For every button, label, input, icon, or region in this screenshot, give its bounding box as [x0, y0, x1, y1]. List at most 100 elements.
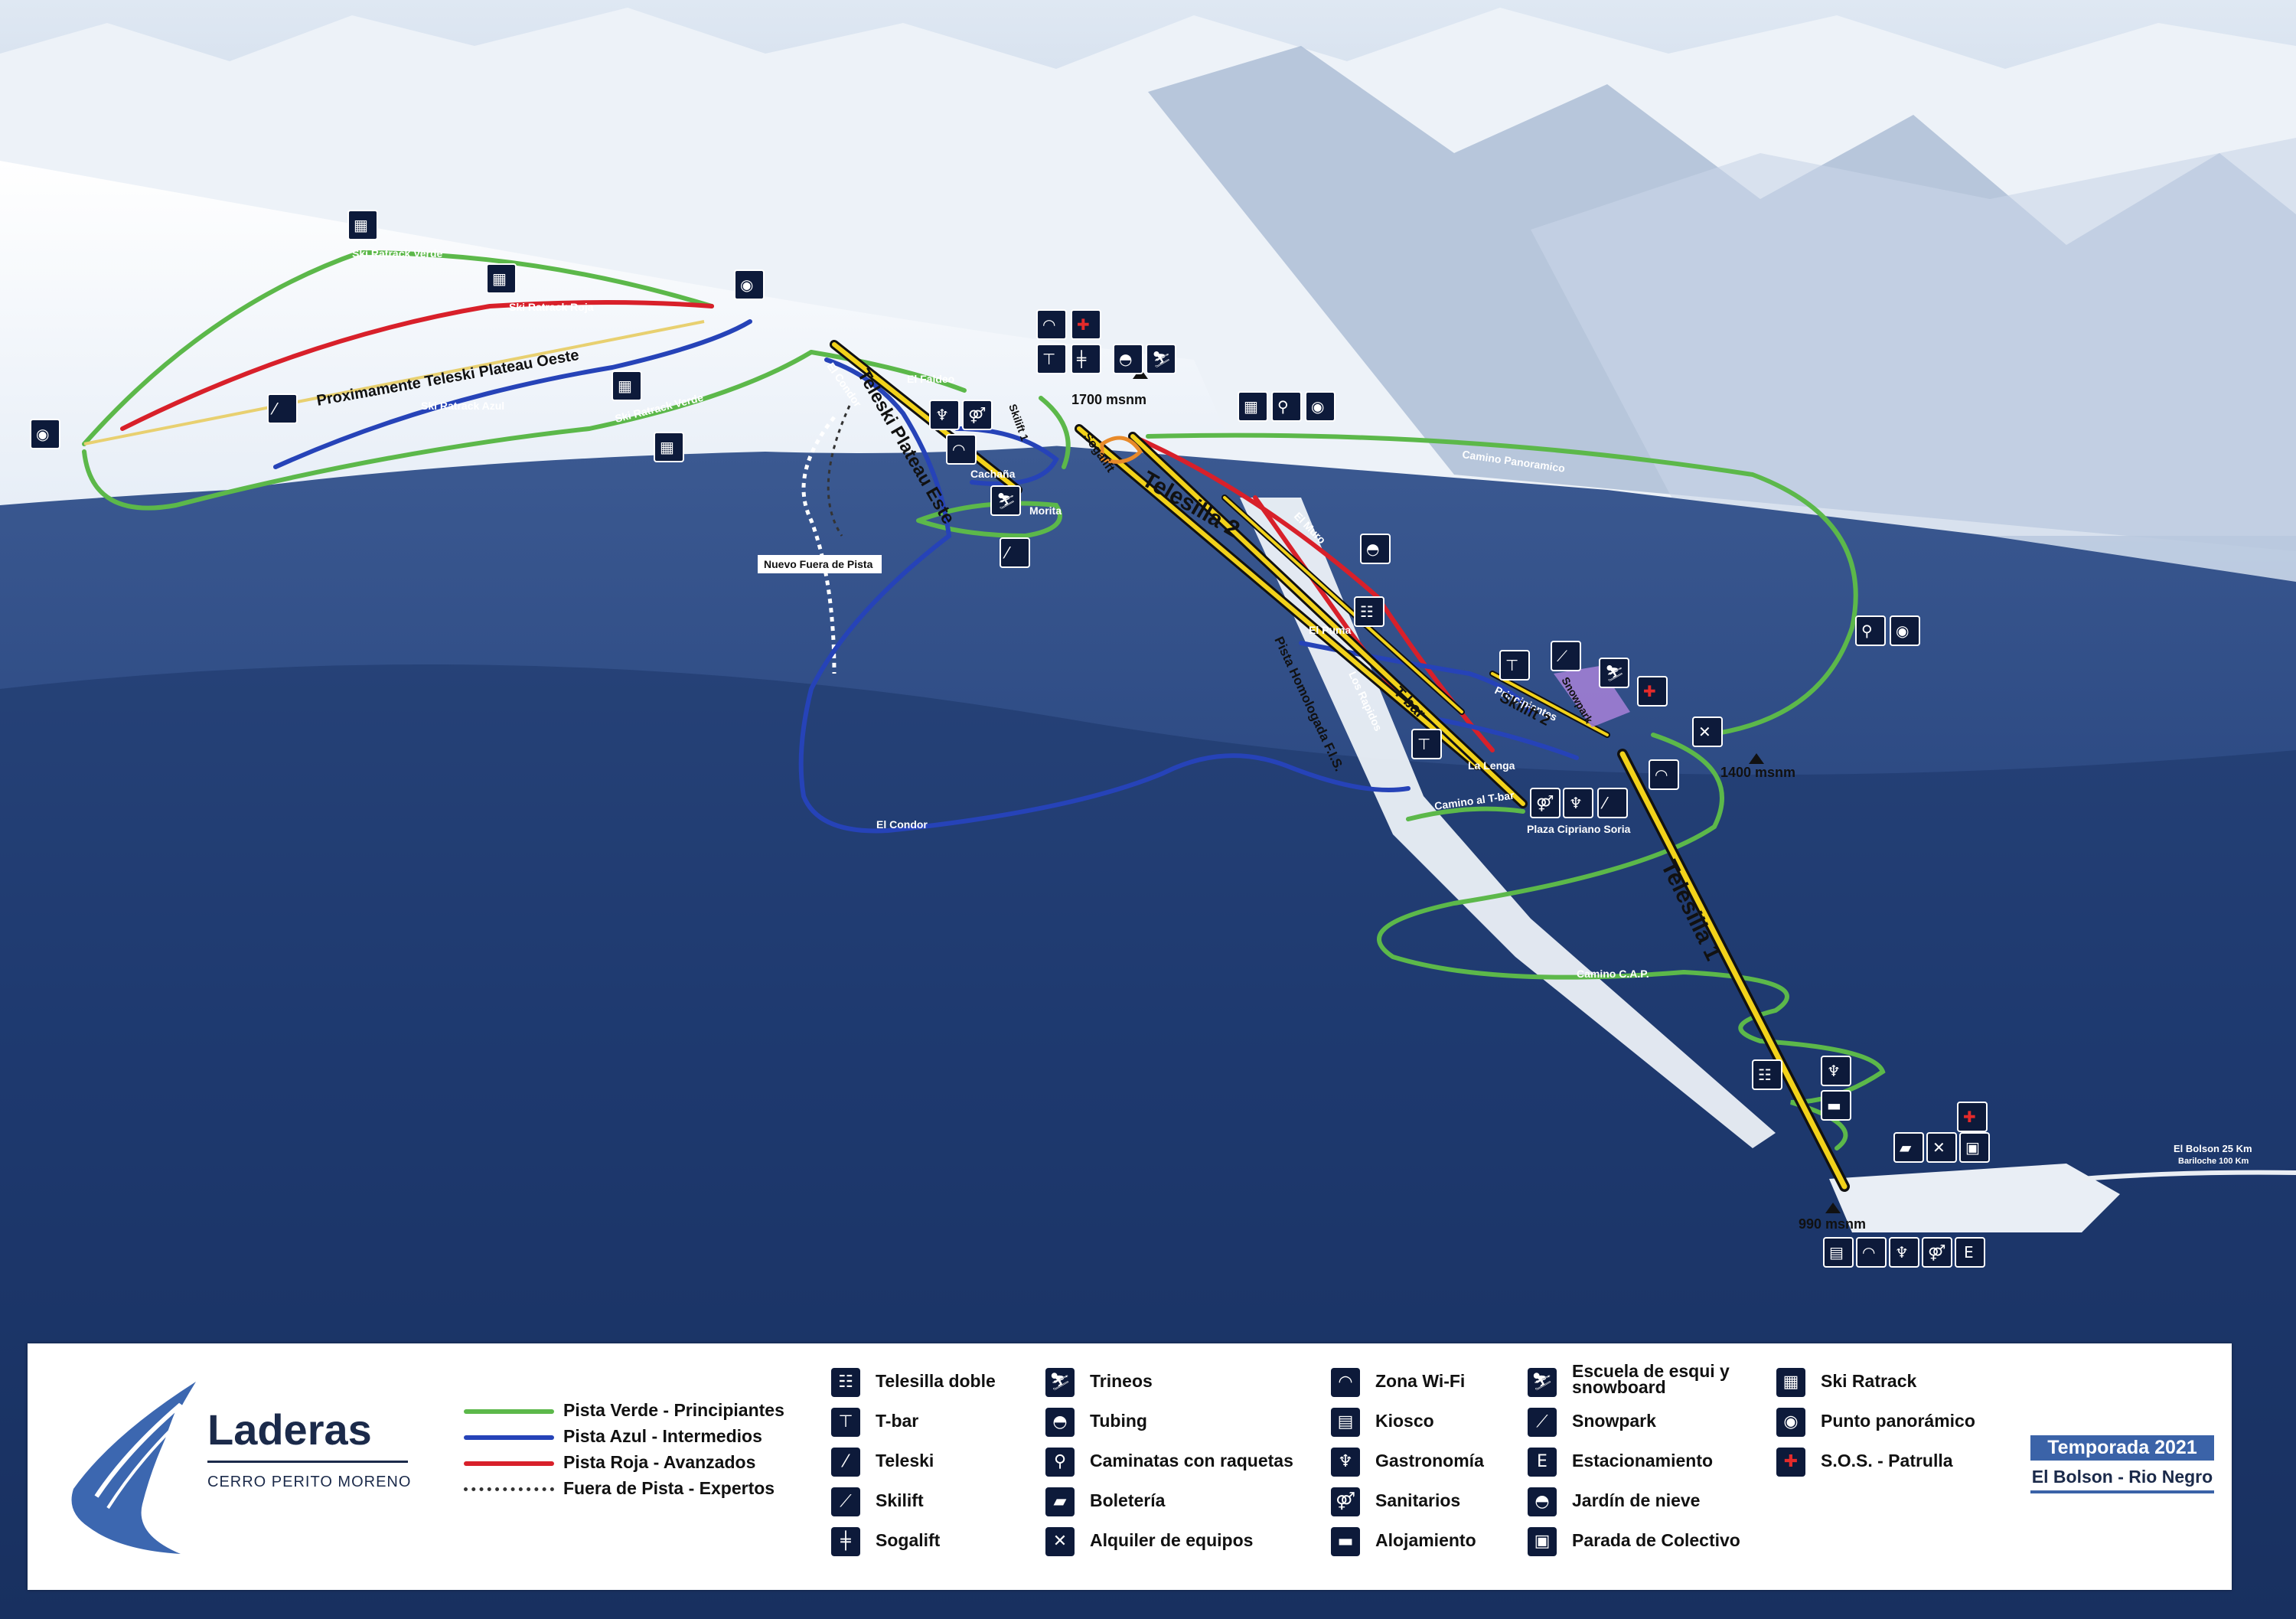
viewpoint-icon[interactable]: ◉ [1305, 391, 1336, 422]
snow-plateau [0, 161, 1225, 505]
snow-garden-icon[interactable]: ◓ [1360, 534, 1391, 564]
restaurant-icon[interactable]: ♆ [1563, 788, 1593, 818]
wifi-icon[interactable]: ◠ [1649, 759, 1679, 790]
restroom-icon[interactable]: ⚤ [962, 400, 993, 430]
trail-legend-label: Fuera de Pista - Expertos [563, 1478, 775, 1498]
restroom-icon[interactable]: ⚤ [1530, 788, 1561, 818]
viewpoint-icon: ◉ [1776, 1408, 1805, 1437]
ski-rental-icon: ✕ [1045, 1527, 1075, 1556]
ratrack-icon[interactable]: ▦ [654, 432, 684, 462]
fuera-de-pista-trail-2 [827, 405, 851, 537]
ticket-icon: ▰ [1045, 1487, 1075, 1516]
trail-label-nuevo-fuera: Nuevo Fuera de Pista [764, 558, 873, 570]
viewpoint-icon[interactable]: ◉ [1890, 615, 1920, 646]
svg-text:⛷: ⛷ [996, 491, 1016, 510]
svg-text:☷: ☷ [1758, 1066, 1772, 1084]
symbol-label: Tubing [1090, 1411, 1147, 1431]
sos-icon[interactable]: ✚ [1957, 1102, 1988, 1132]
symbol-label: Telesilla doble [876, 1371, 996, 1391]
hiker-icon[interactable]: ⚲ [1271, 391, 1302, 422]
symbol-column-other: ▦Ski Ratrack ◉Punto panorámico ✚S.O.S. -… [1776, 1366, 2006, 1486]
snowpark-icon: ⟋ [1528, 1408, 1557, 1437]
svg-text:♆: ♆ [935, 406, 949, 424]
symbol-label: Alquiler de equipos [1090, 1530, 1254, 1550]
svg-text:✚: ✚ [1643, 682, 1656, 700]
kiosk-icon[interactable]: ▤ [1823, 1237, 1854, 1268]
restaurant-icon: ♆ [1331, 1448, 1360, 1477]
svg-text:▤: ▤ [1829, 1243, 1844, 1262]
snow-garden-icon: ◓ [1528, 1487, 1557, 1516]
map-legend: Laderas CERRO PERITO MORENO Pista Verde … [28, 1343, 2232, 1590]
trail-label-morita: Morita [1029, 504, 1062, 517]
altitude-mid: 1400 msnm [1720, 765, 1795, 780]
ski-rental-icon[interactable]: ✕ [1692, 716, 1723, 747]
lodging-icon[interactable]: ▬ [1821, 1090, 1851, 1121]
svg-text:◠: ◠ [952, 440, 965, 459]
viewpoint-icon[interactable]: ◉ [30, 419, 60, 449]
wifi-icon[interactable]: ◠ [1036, 309, 1067, 340]
restaurant-icon[interactable]: ♆ [1889, 1237, 1919, 1268]
svg-text:✚: ✚ [1077, 315, 1090, 334]
svg-text:▬: ▬ [1827, 1096, 1841, 1115]
symbol-column-activities: ⛷Trineos ◓Tubing ⚲Caminatas con raquetas… [1045, 1366, 1293, 1565]
restaurant-icon[interactable]: ♆ [929, 400, 960, 430]
symbol-label: T-bar [876, 1411, 919, 1431]
sos-icon[interactable]: ✚ [1071, 309, 1101, 340]
restroom-icon: ⚤ [1331, 1487, 1360, 1516]
ski-rental-icon[interactable]: ✕ [1926, 1132, 1957, 1163]
sled-icon[interactable]: ⛷ [1146, 344, 1176, 374]
snowshoe-hiker-icon: ⚲ [1045, 1448, 1075, 1477]
telesilla-icon[interactable]: ☷ [1354, 596, 1384, 627]
parking-icon[interactable]: E [1955, 1237, 1985, 1268]
brand-subtitle: CERRO PERITO MORENO [207, 1474, 412, 1490]
svg-text:⁄: ⁄ [1600, 794, 1609, 812]
teleski-icon[interactable]: ⁄ [1597, 788, 1628, 818]
tbar-icon[interactable]: ⊤ [1411, 729, 1442, 759]
tbar-icon[interactable]: ⊤ [1499, 650, 1530, 681]
access-road [2081, 1170, 2296, 1181]
snowpark-icon[interactable]: ⟋ [1551, 641, 1581, 671]
ratrack-icon[interactable]: ▦ [612, 370, 642, 401]
svg-text:✕: ✕ [1698, 723, 1711, 741]
ratrack-icon[interactable]: ▦ [347, 210, 378, 240]
ratrack-icon[interactable]: ▦ [486, 263, 517, 294]
wifi-icon[interactable]: ◠ [1856, 1237, 1887, 1268]
green-trails [82, 250, 1886, 1151]
symbol-label: Snowpark [1572, 1411, 1656, 1431]
tbar-icon[interactable]: ⊤ [1036, 344, 1067, 374]
altitude-marker-base [1825, 1203, 1841, 1213]
lodging-icon: ▬ [1331, 1527, 1360, 1556]
telesilla-icon[interactable]: ☷ [1752, 1059, 1782, 1090]
symbol-column-lifts: ☷Telesilla doble ⊤T-bar ⁄Teleski ⟋Skilif… [831, 1366, 1061, 1565]
teleski-icon[interactable]: ⁄ [267, 393, 298, 424]
teleski-icon[interactable]: ⁄ [1000, 537, 1030, 568]
symbol-label: Alojamiento [1375, 1530, 1476, 1550]
restroom-icon[interactable]: ⚤ [1922, 1237, 1952, 1268]
ratrack-icon[interactable]: ▦ [1238, 391, 1268, 422]
symbol-label: Sanitarios [1375, 1490, 1461, 1510]
svg-text:✚: ✚ [1963, 1108, 1976, 1126]
trail-label-el-puma: El Puma [1309, 624, 1351, 636]
sos-icon[interactable]: ✚ [1637, 676, 1668, 707]
wifi-icon[interactable]: ◠ [946, 434, 977, 465]
sled-icon[interactable]: ⛷ [1599, 658, 1629, 688]
svg-text:▦: ▦ [660, 438, 674, 456]
symbol-label: Zona Wi-Fi [1375, 1371, 1466, 1391]
symbol-column-facilities: ⛷Escuela de esqui y snowboard ⟋Snowpark … [1528, 1363, 1757, 1565]
ticket-icon[interactable]: ▰ [1893, 1132, 1924, 1163]
trail-label-la-lenga: La Lenga [1468, 759, 1515, 772]
base-parking-area [1829, 1164, 2120, 1232]
ski-school-icon[interactable]: ⛷ [990, 485, 1021, 516]
season-location: El Bolson - Rio Negro [2030, 1461, 2214, 1493]
svg-text:╪: ╪ [1076, 350, 1087, 368]
bus-stop-icon[interactable]: ▣ [1959, 1132, 1990, 1163]
sogalift-icon[interactable]: ╪ [1071, 344, 1101, 374]
restaurant-icon[interactable]: ♆ [1821, 1056, 1851, 1086]
svg-text:E: E [1964, 1243, 1974, 1262]
tubing-icon[interactable]: ◓ [1113, 344, 1143, 374]
symbol-label: Boletería [1090, 1490, 1166, 1510]
bus-stop-icon: ▣ [1528, 1527, 1557, 1556]
hiker-icon[interactable]: ⚲ [1855, 615, 1886, 646]
svg-text:◠: ◠ [1042, 315, 1055, 334]
viewpoint-icon[interactable]: ◉ [734, 269, 765, 300]
